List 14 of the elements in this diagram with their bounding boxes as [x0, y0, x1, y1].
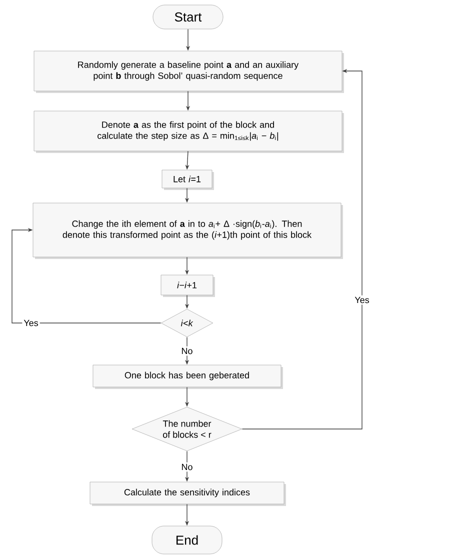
process-box: Let i=1 [162, 170, 214, 190]
arrow [12, 228, 162, 324]
process-box: Change the ith element of a in to a$_{i}$+ Δ ·sign(b$_{i}$-a$_{i}$). Then denote this transformed point as the (i+1)th point of this block [32, 202, 343, 259]
process-box: Randomly generate a baseline point a and an auxiliary point b through Sobol’ quasi-random sequence [34, 50, 344, 93]
process-box: Calculate the sensitivity indices [90, 482, 286, 506]
edge-label: No [180, 462, 194, 472]
terminal-box: End [152, 526, 222, 554]
edge-label: Yes [353, 295, 371, 305]
edge-label: No [180, 346, 194, 356]
edge-label: Yes [22, 318, 40, 328]
process-box: One block has been geberated [92, 364, 283, 389]
process-box: i−i+1 [160, 274, 215, 297]
process-box: Denote a as the first point of the block and calculate the step size as Δ = min$_{1≤i≤k}$|a$_{i}$ − b$_{i}$| [34, 110, 344, 153]
terminal-box: Start [152, 4, 224, 30]
